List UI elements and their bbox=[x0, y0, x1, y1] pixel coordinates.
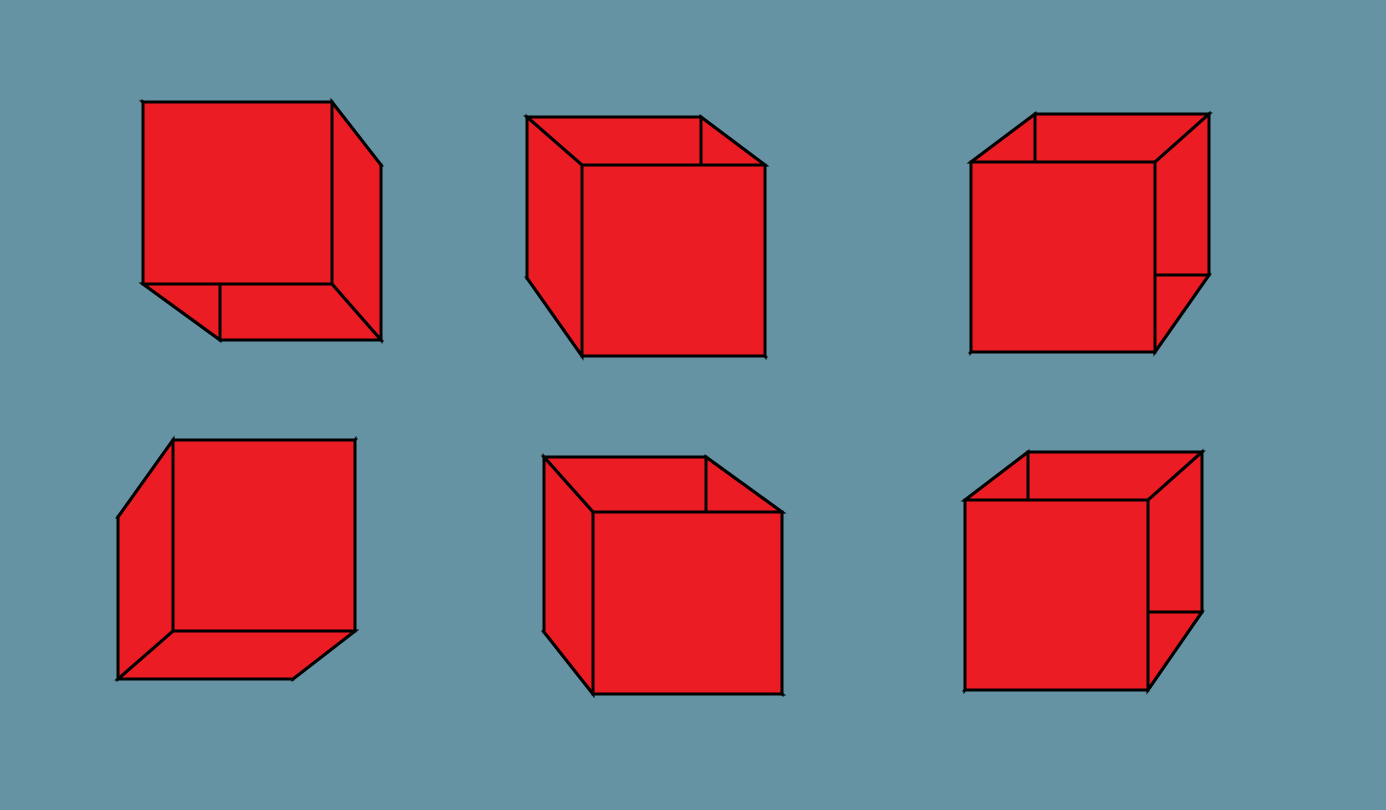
cube-top-center bbox=[523, 113, 770, 361]
depth-edge bbox=[524, 114, 585, 168]
depth-edge bbox=[1152, 111, 1212, 165]
cube-grid bbox=[114, 97, 1213, 699]
cube-top-right bbox=[966, 110, 1213, 357]
depth-edge bbox=[968, 111, 1038, 165]
depth-edge bbox=[541, 629, 596, 697]
depth-edge bbox=[703, 454, 785, 515]
depth-edge bbox=[290, 628, 358, 682]
cube-bottom-right bbox=[960, 448, 1206, 695]
front-face bbox=[580, 163, 767, 358]
cube-top-left bbox=[138, 97, 385, 344]
front-face bbox=[171, 438, 357, 633]
depth-edge bbox=[524, 275, 585, 359]
depth-edge bbox=[329, 99, 384, 168]
depth-edge bbox=[1152, 272, 1212, 355]
depth-edge bbox=[1145, 609, 1205, 693]
front-face bbox=[963, 498, 1150, 692]
front-face bbox=[591, 510, 784, 696]
depth-edge bbox=[115, 437, 176, 520]
depth-edge bbox=[698, 114, 768, 168]
cube-bottom-center bbox=[540, 453, 787, 699]
depth-edge bbox=[962, 449, 1031, 503]
depth-edge bbox=[115, 628, 176, 682]
depth-edge bbox=[329, 281, 384, 343]
depth-edge bbox=[1145, 449, 1205, 503]
front-face bbox=[969, 160, 1157, 354]
depth-edge bbox=[541, 454, 596, 515]
front-face bbox=[141, 100, 334, 286]
depth-edge bbox=[140, 281, 223, 343]
cube-bottom-left bbox=[114, 435, 360, 683]
